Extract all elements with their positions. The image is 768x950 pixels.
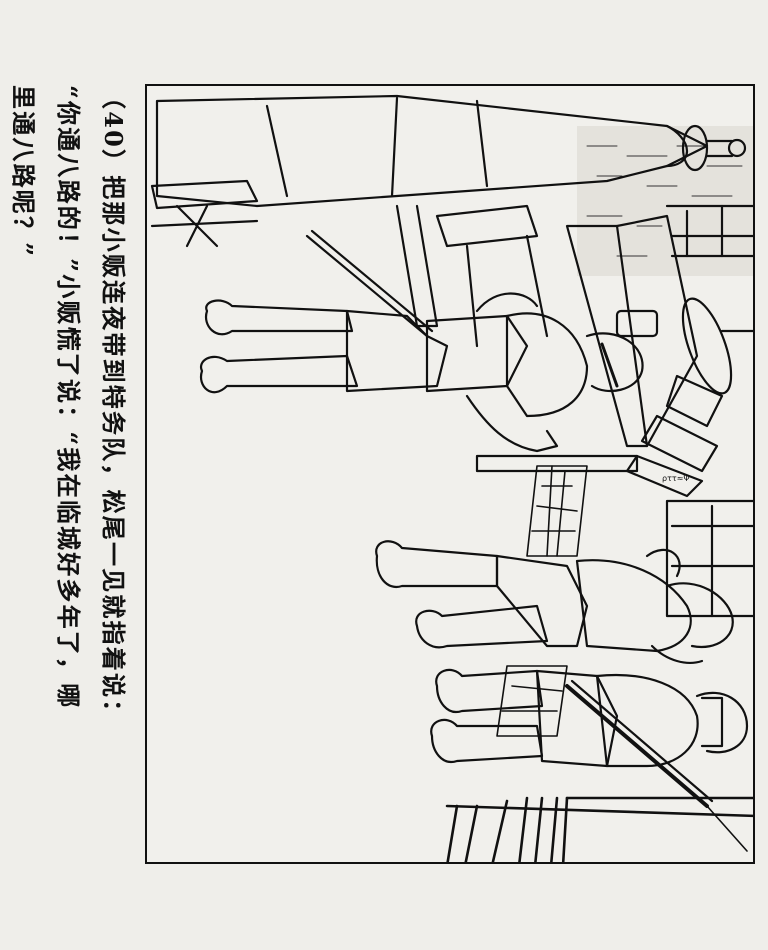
table-icon: [475, 214, 699, 473]
svg-text:ρττ≈Ψ: ρττ≈Ψ: [662, 474, 690, 483]
caption-line-2: “你通八路的！”小贩慌了说：“我在临城好多年了，哪: [53, 85, 83, 885]
soldier-figure: [430, 668, 749, 768]
caption-line-1: （40）把那小贩连夜带到特务队，松尾一见就指着说：: [98, 85, 128, 885]
peddler-figure: [375, 540, 734, 664]
coat-rack-icon: [150, 94, 747, 248]
illustration: ρττ≈Ψ: [150, 94, 753, 862]
papers-icon: ρττ≈Ψ: [625, 454, 704, 498]
caption-text: （40）把那小贩连夜带到特务队，松尾一见就指着说：: [99, 85, 128, 726]
lamp-icon: [640, 297, 753, 473]
stone-wall-icon: [496, 465, 588, 737]
sword-icon: [305, 229, 434, 338]
window-icon: [665, 204, 753, 618]
officer-figure: [199, 292, 644, 453]
caption-line-3: 里通八路呢？”: [8, 85, 38, 885]
chair-icon: [395, 204, 549, 348]
caption-block: （40）把那小贩连夜带到特务队，松尾一见就指着说： “你通八路的！”小贩慌了说：…: [8, 85, 135, 885]
caption-text: “你通八路的！”小贩慌了说：“我在临城好多年了，哪: [54, 85, 83, 710]
caption-text: 里通八路呢？”: [9, 85, 38, 259]
floor-lines: [445, 796, 753, 862]
illustration-frame: ρττ≈Ψ: [145, 84, 755, 864]
wall-texture: [577, 126, 753, 276]
